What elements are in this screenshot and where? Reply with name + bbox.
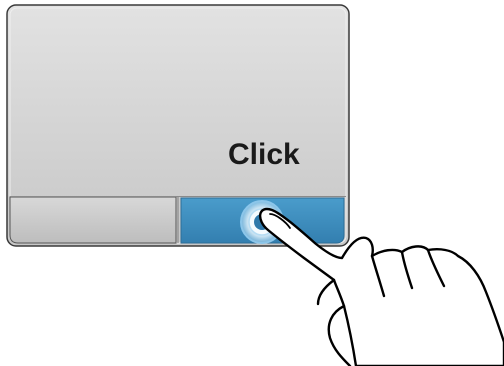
hand-pointer-icon <box>260 209 504 366</box>
click-caption: Click <box>228 138 300 171</box>
left-click-button[interactable] <box>10 197 176 243</box>
